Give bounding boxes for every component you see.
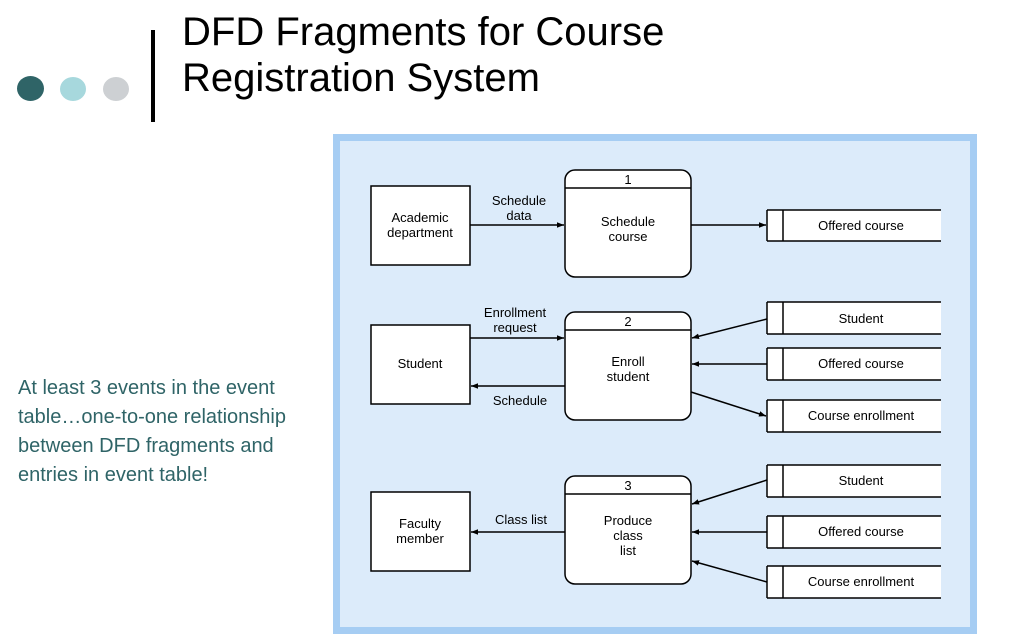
dfd-diagram: Academic department Schedule data 1 Sche… (333, 134, 977, 634)
slide-title: DFD Fragments for Course Registration Sy… (182, 9, 822, 101)
fragment-1: Academic department Schedule data 1 Sche… (370, 169, 941, 278)
fragment-2: Student Enrollment request Schedule 2 En… (370, 301, 941, 433)
store-offered-course-1: Offered course (766, 209, 941, 242)
entity-student-label: Student (398, 356, 443, 371)
store-student-2: Student (766, 301, 941, 335)
flow-schedule-data-line1: Schedule (492, 193, 546, 208)
flow-enrollment-request-line2: request (493, 320, 537, 335)
fragment-3: Faculty member Class list 3 Produce clas… (370, 464, 941, 599)
flow-enrollment-request-line1: Enrollment (484, 305, 547, 320)
process-1-label-line1: Schedule (601, 214, 655, 229)
bullet-dot-gray (103, 77, 129, 101)
bullet-dot-light (60, 77, 86, 101)
slide-title-line2: Registration System (182, 56, 540, 100)
flow-schedule-label: Schedule (493, 393, 547, 408)
flow-to-course-enrollment-store (690, 391, 767, 417)
store-offered-course-3-label: Offered course (818, 524, 904, 539)
entity-academic-department-line2: department (387, 225, 453, 240)
process-3-label-line3: list (620, 543, 636, 558)
entity-student (370, 324, 471, 405)
process-3-number: 3 (624, 478, 631, 493)
process-3 (564, 475, 692, 585)
process-3-label-line1: Produce (604, 513, 652, 528)
process-2-label-line1: Enroll (611, 354, 644, 369)
process-1 (564, 169, 692, 278)
process-2 (564, 311, 692, 421)
process-2-label-line2: student (607, 369, 650, 384)
bullet-dot-dark (17, 76, 44, 101)
entity-academic-department-line1: Academic (391, 210, 449, 225)
title-divider (151, 30, 155, 122)
process-1-label-line2: course (608, 229, 647, 244)
entity-faculty-member-line2: member (396, 531, 444, 546)
entity-faculty-member (370, 491, 471, 572)
store-student-3-label: Student (839, 473, 884, 488)
store-offered-course-2-label: Offered course (818, 356, 904, 371)
store-course-enrollment-2: Course enrollment (766, 399, 941, 433)
process-2-number: 2 (624, 314, 631, 329)
entity-faculty-member-line1: Faculty (399, 516, 441, 531)
store-student-3: Student (766, 464, 941, 498)
store-offered-course-3: Offered course (766, 515, 941, 549)
store-course-enrollment-2-label: Course enrollment (808, 408, 915, 423)
flow-from-student-store (691, 318, 768, 339)
flow-from-course-enrollment-store-3 (691, 560, 768, 583)
side-note: At least 3 events in the event table…one… (18, 377, 286, 486)
slide-title-line1: DFD Fragments for Course (182, 10, 665, 54)
store-offered-course-2: Offered course (766, 347, 941, 381)
store-course-enrollment-3: Course enrollment (766, 565, 941, 599)
store-offered-course-1-label: Offered course (818, 218, 904, 233)
entity-academic-department (370, 185, 471, 266)
flow-from-student-store-3 (691, 479, 768, 505)
store-student-2-label: Student (839, 311, 884, 326)
store-course-enrollment-3-label: Course enrollment (808, 574, 915, 589)
process-3-label-line2: class (613, 528, 643, 543)
flow-class-list-label: Class list (495, 512, 547, 527)
flow-schedule-data-line2: data (506, 208, 532, 223)
process-1-number: 1 (624, 172, 631, 187)
